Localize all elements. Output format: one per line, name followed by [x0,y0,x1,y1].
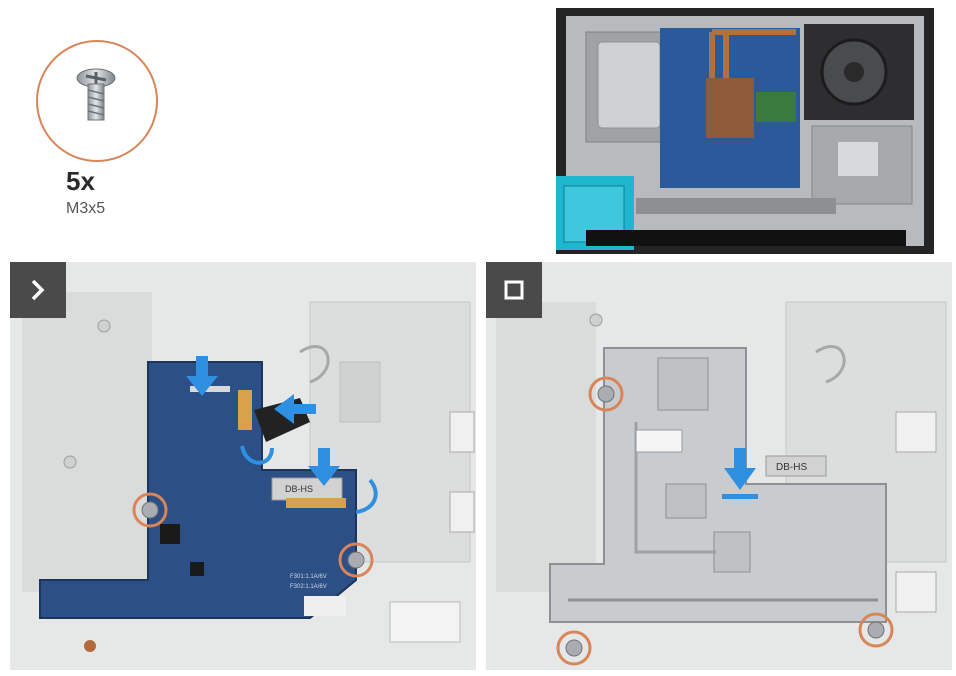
board-silk-text-2: F302:1.1A/6V [290,584,327,590]
screw-marker-5 [858,612,894,648]
square-stop-icon [504,280,524,300]
standoff [84,640,96,652]
cable-connector-label-2: DB-HS [776,462,807,473]
step-tag-next [10,262,66,318]
arrow-left-cable [274,394,316,424]
screw-badge [36,40,158,162]
step-panel-install-board: F301:1.1A/6V F302:1.1A/6V DB-HS [10,262,476,670]
shield-install-illustration: DB-HS [486,262,952,670]
step-tag-end [486,262,542,318]
screw-marker-2 [338,542,374,578]
arrow-down-shield [722,448,758,499]
screw-count: 5x [66,166,95,196]
screw-marker-4 [556,630,592,666]
board-silk-text-1: F301:1.1A/6V [290,574,327,580]
step-panel-install-shield: DB-HS [486,262,952,670]
screw-marker-3 [588,376,624,412]
cable-connector-label: DB-HS [285,484,313,494]
rotate-arrow-2 [355,478,378,514]
screw-icon [76,68,116,121]
chevron-right-icon [31,279,45,301]
arrow-down-connector [308,448,340,486]
rotate-arrow-1 [240,445,274,465]
board-install-illustration: F301:1.1A/6V F302:1.1A/6V DB-HS [10,262,476,670]
screw-marker-1 [132,492,168,528]
screw-type: M3x5 [66,200,106,217]
overview-chassis-image [556,8,934,254]
arrow-down-board [186,356,218,396]
